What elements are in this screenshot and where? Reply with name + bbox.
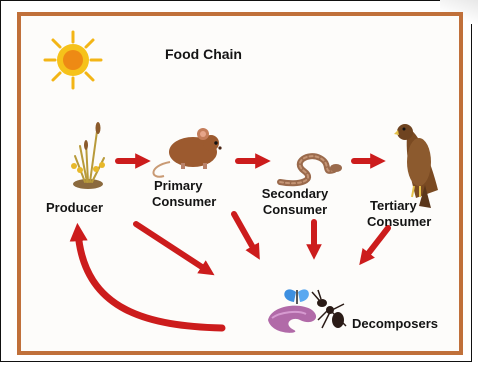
arrow-producer-to-decomposers bbox=[136, 224, 208, 271]
decomposers-icon bbox=[268, 289, 346, 332]
arrow-primary-to-decomposers bbox=[234, 214, 256, 253]
diagram-title: Food Chain bbox=[165, 46, 242, 62]
label-secondary-line2: Consumer bbox=[250, 202, 340, 218]
label-secondary-line1: Secondary bbox=[250, 186, 340, 202]
producer-plant-icon bbox=[71, 122, 105, 189]
hawk-icon bbox=[394, 124, 438, 208]
label-tertiary-line2: Consumer bbox=[367, 214, 431, 230]
sun-icon bbox=[45, 32, 101, 88]
arrow-tertiary-to-decomposers bbox=[364, 228, 388, 259]
label-producer: Producer bbox=[46, 200, 103, 216]
label-primary-line2: Consumer bbox=[152, 194, 216, 210]
label-tertiary-line1: Tertiary bbox=[370, 198, 417, 214]
label-primary-line1: Primary bbox=[154, 178, 202, 194]
mouse-icon bbox=[153, 128, 221, 177]
label-decomposers: Decomposers bbox=[352, 316, 438, 332]
snake-icon bbox=[280, 156, 342, 183]
arrow-decomposers-to-producer bbox=[78, 232, 222, 328]
